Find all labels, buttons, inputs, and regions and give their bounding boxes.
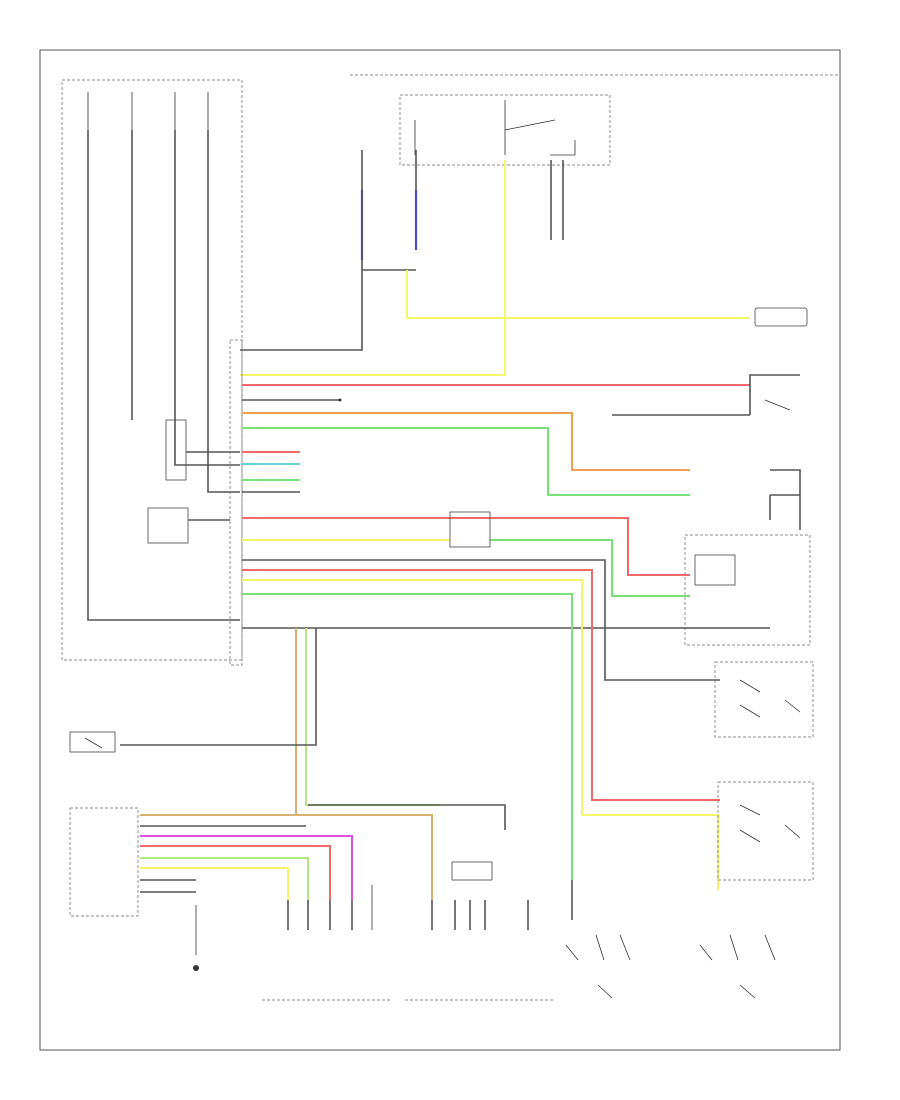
diagram-frame (39, 49, 841, 1051)
center-relay (449, 511, 491, 548)
left-connector (165, 419, 187, 481)
body-ecu-connector (229, 339, 243, 666)
fuse-box-outline (61, 79, 243, 661)
center-bottom-connector (308, 804, 555, 1001)
sub-switch-rl (699, 934, 776, 999)
left-label-block (147, 507, 189, 544)
master-switch (714, 661, 814, 738)
power-window-rr-switch (717, 781, 814, 881)
fuse-box-top-left (61, 79, 243, 661)
rear-switch-group (262, 885, 390, 1001)
door-switch-left (69, 731, 116, 753)
top-relay-block (350, 74, 840, 166)
rear-door-lock-unit (684, 534, 811, 646)
rear-switch-left (69, 807, 199, 971)
door-lock-switch (612, 385, 801, 530)
front-door-lock-motor (754, 307, 808, 327)
sub-switch-rr (565, 880, 631, 999)
